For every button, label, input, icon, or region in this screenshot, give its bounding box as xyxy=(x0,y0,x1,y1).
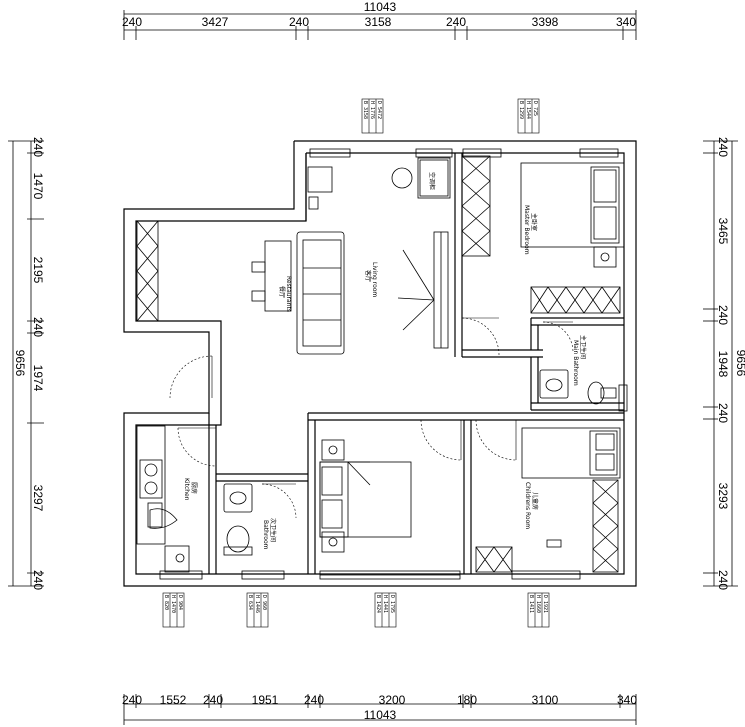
kitchen-label-en: Kitchen xyxy=(183,478,190,501)
right-total-dimension: 9656 xyxy=(734,350,745,377)
appliance-label: 空调柜 xyxy=(428,172,436,190)
living-room-label-en: Living room xyxy=(371,262,378,297)
restaurant-label-cn: 餐厅 xyxy=(278,286,286,298)
window-tag-bottom-2: B 634 H 1446 D 960 xyxy=(246,592,269,628)
window-tag-line: D 904 xyxy=(177,595,183,610)
left-dim-seg: 240 xyxy=(31,317,45,337)
left-dim-seg: 1974 xyxy=(31,365,45,392)
walls xyxy=(123,140,637,587)
bottom-dim-seg: 1552 xyxy=(160,693,187,707)
window-tag-line: B 820 xyxy=(163,595,169,610)
restaurant-label-en: Restaurants xyxy=(285,276,292,312)
window-tag-line: H 1660 xyxy=(535,595,541,613)
window-tag-line: D 725 xyxy=(532,101,538,116)
window-tag-line: H 1441 xyxy=(382,595,388,613)
window-tag-line: H 1544 xyxy=(525,101,531,119)
right-dim-seg: 240 xyxy=(716,570,730,590)
window-tag-bottom-3: B 1424 H 1441 D 1795 xyxy=(374,592,397,628)
left-dim-seg: 240 xyxy=(31,137,45,157)
right-dim-seg: 3465 xyxy=(716,218,730,245)
window-tag-line: D 1795 xyxy=(389,595,395,613)
bottom-dim-seg: 3200 xyxy=(379,693,406,707)
bottom-dim-seg: 1951 xyxy=(252,693,279,707)
kitchen-label-cn: 厨房 xyxy=(190,482,198,494)
bottom-total-dimension: 11043 xyxy=(364,708,397,722)
bottom-dim-seg: 240 xyxy=(122,693,142,707)
left-dim-seg: 240 xyxy=(31,570,45,590)
window-tag-line: H 1470 xyxy=(170,595,176,613)
right-dim-seg: 240 xyxy=(716,403,730,423)
left-dim-seg: 1470 xyxy=(31,173,45,200)
living-room-label-cn: 客厅 xyxy=(364,270,372,282)
master-bedroom-label-en: Master Bedroom xyxy=(523,205,530,255)
top-dim-seg: 240 xyxy=(122,15,142,29)
door-swings xyxy=(169,317,574,519)
left-dim-seg: 3297 xyxy=(31,485,45,512)
window-tag-bottom-1: B 820 H 1470 D 904 xyxy=(162,592,185,628)
right-dim-seg: 240 xyxy=(716,137,730,157)
top-dim-seg: 3158 xyxy=(365,15,392,29)
windows xyxy=(159,148,628,580)
second-bathroom-label-en: Bathroom xyxy=(262,520,269,550)
window-tag-line: H 1446 xyxy=(254,595,260,613)
window-tag-bottom-4: B 1411 H 1660 D 1921 xyxy=(527,592,550,628)
window-tag-line: D 1921 xyxy=(542,595,548,613)
children-room-label-en: Childrens Room xyxy=(524,482,531,529)
top-dim-seg: 240 xyxy=(446,15,466,29)
right-dim-seg: 240 xyxy=(716,305,730,325)
bottom-dim-seg: 340 xyxy=(617,693,637,707)
window-tag-line: B 1411 xyxy=(528,595,534,613)
bottom-dim-seg: 240 xyxy=(304,693,324,707)
bottom-dim-seg: 180 xyxy=(457,693,477,707)
top-total-dimension: 11043 xyxy=(364,0,397,14)
top-dimension-chain xyxy=(123,10,637,40)
window-tag-top-right: B 1299 H 1544 D 725 xyxy=(517,98,540,134)
left-dim-seg: 2195 xyxy=(31,257,45,284)
window-tag-line: H 1776 xyxy=(369,101,375,119)
left-total-dimension: 9656 xyxy=(13,350,27,377)
right-dimension-chain xyxy=(703,140,738,587)
window-tag-line: D 5472 xyxy=(376,101,382,119)
window-tag-line: D 960 xyxy=(261,595,267,610)
furniture xyxy=(136,155,625,573)
left-dimension-chain xyxy=(8,140,44,587)
window-tag-line: B 1299 xyxy=(518,101,524,119)
right-dim-seg: 1948 xyxy=(716,351,730,378)
window-tag-line: B 634 xyxy=(247,595,253,610)
second-bathroom-label-cn: 次卫生间 xyxy=(269,518,277,542)
window-tag-line: B 1424 xyxy=(375,595,381,613)
bottom-dim-seg: 240 xyxy=(203,693,223,707)
window-tag-line: B 3158 xyxy=(362,101,368,119)
top-dim-seg: 340 xyxy=(616,15,636,29)
top-dim-seg: 240 xyxy=(289,15,309,29)
right-dim-seg: 3293 xyxy=(716,483,730,510)
bottom-dim-seg: 3100 xyxy=(532,693,559,707)
window-tag-top-left: B 3158 H 1776 D 5472 xyxy=(361,98,384,134)
bottom-dimension-chain xyxy=(123,694,637,725)
top-dim-seg: 3427 xyxy=(202,15,229,29)
children-room-label-cn: 儿童房 xyxy=(531,492,539,510)
master-bedroom-label-cn: 主卧室 xyxy=(530,213,538,231)
master-bathroom-label-cn: 主卫生间 xyxy=(579,335,587,359)
top-dim-seg: 3398 xyxy=(532,15,559,29)
master-bathroom-label-en: Main Bathroom xyxy=(572,340,579,386)
